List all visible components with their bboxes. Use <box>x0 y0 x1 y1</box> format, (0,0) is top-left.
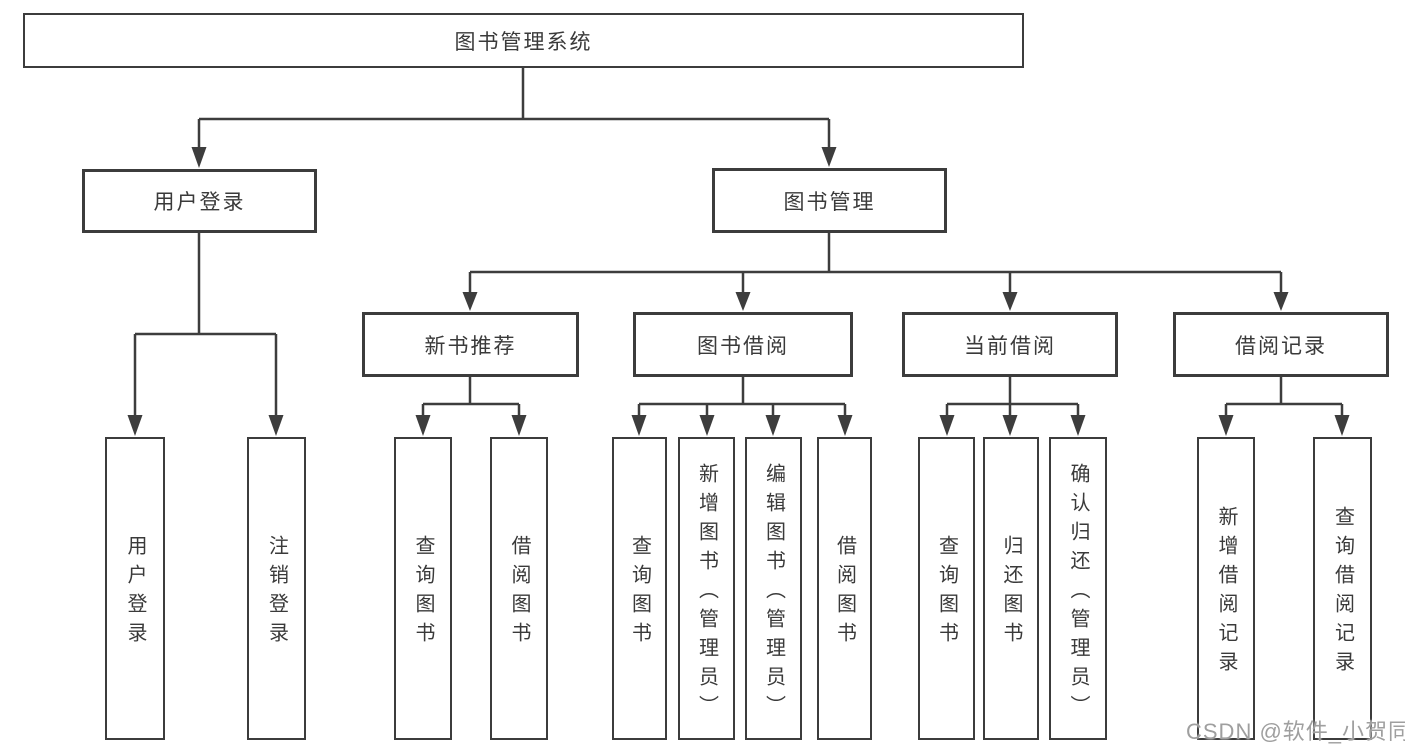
node-leaf-confirm-return-admin: 确认归还（管理员） <box>1049 437 1107 740</box>
node-leaf-query-books-current: 查询图书 <box>918 437 975 740</box>
arrowheads <box>127 147 1350 436</box>
node-current-borrowing: 当前借阅 <box>902 312 1118 377</box>
connector-bookmgmt-to-level3 <box>468 233 1283 294</box>
node-leaf-borrow-books-recommend: 借阅图书 <box>490 437 548 740</box>
node-leaf-user-login: 用户登录 <box>105 437 165 740</box>
connector-newbook-to-leaves <box>421 377 521 420</box>
node-leaf-edit-books-admin: 编辑图书（管理员） <box>745 437 802 740</box>
node-borrowing-records: 借阅记录 <box>1173 312 1389 377</box>
connector-borrowrecord-to-leaves <box>1224 377 1344 420</box>
csdn-watermark: CSDN @软件_小贺同学 <box>1186 719 1405 744</box>
connector-currentborrow-to-leaves <box>945 377 1080 420</box>
node-leaf-borrow-books: 借阅图书 <box>817 437 872 740</box>
node-leaf-add-borrow-record: 新增借阅记录 <box>1197 437 1255 740</box>
connector-userlogin-to-leaves <box>133 233 278 418</box>
node-book-management: 图书管理 <box>712 168 947 233</box>
node-leaf-return-books: 归还图书 <box>983 437 1039 740</box>
node-leaf-logout: 注销登录 <box>247 437 306 740</box>
node-leaf-query-books-recommend: 查询图书 <box>394 437 452 740</box>
node-leaf-add-books-admin: 新增图书（管理员） <box>678 437 735 740</box>
node-leaf-query-borrow-record: 查询借阅记录 <box>1313 437 1372 740</box>
node-new-book-recommend: 新书推荐 <box>362 312 579 377</box>
node-book-borrowing: 图书借阅 <box>633 312 853 377</box>
node-user-login: 用户登录 <box>82 169 317 233</box>
connector-root-to-level2 <box>197 68 831 150</box>
node-leaf-query-books-borrow: 查询图书 <box>612 437 667 740</box>
connector-bookborrow-to-leaves <box>637 377 847 420</box>
node-root-library-system: 图书管理系统 <box>23 13 1024 68</box>
